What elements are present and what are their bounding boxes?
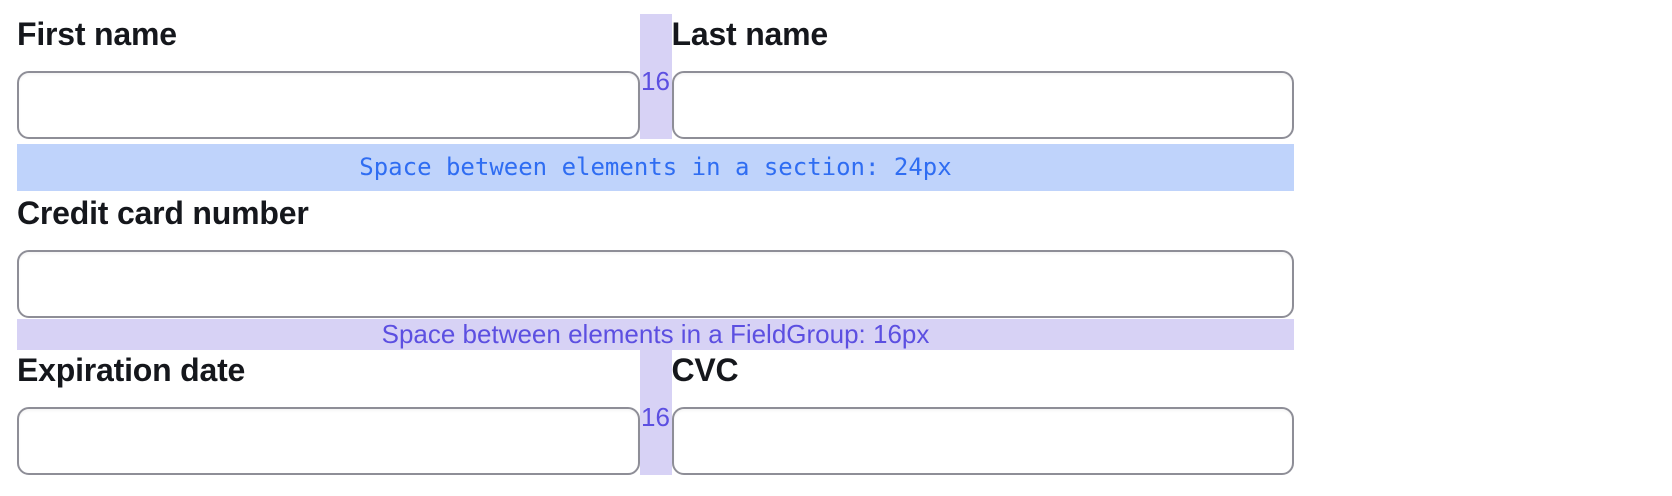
cvc-label: CVC <box>671 352 739 388</box>
cvc-input[interactable] <box>671 407 1294 475</box>
fieldgroup-spacing-band: Space between elements in a FieldGroup: … <box>17 319 1294 350</box>
expiration-date-label: Expiration date <box>17 352 246 388</box>
expiration-date-field: Expiration date <box>17 350 640 475</box>
last-name-label: Last name <box>671 16 829 52</box>
form-content: First name 16 Last name Space between el… <box>17 14 1294 475</box>
last-name-input[interactable] <box>671 71 1294 139</box>
first-name-label: First name <box>17 16 177 52</box>
name-field-row: First name 16 Last name <box>17 14 1294 139</box>
card-number-label: Credit card number <box>17 195 309 231</box>
card-number-field: Credit card number <box>17 193 1294 318</box>
column-gap-value-bottom: 16 <box>641 402 670 432</box>
section-spacing-band: Space between elements in a section: 24p… <box>17 144 1294 191</box>
cvc-field: CVC <box>671 350 1294 475</box>
expiry-field-row: Expiration date 16 CVC <box>17 350 1294 475</box>
last-name-field: Last name <box>671 14 1294 139</box>
first-name-input[interactable] <box>17 71 640 139</box>
column-gap-value-top: 16 <box>641 66 670 96</box>
first-name-field: First name <box>17 14 640 139</box>
column-gap-band-bottom: 16 <box>639 350 672 475</box>
expiration-date-input[interactable] <box>17 407 640 475</box>
column-gap-band-top: 16 <box>639 14 672 139</box>
card-number-input[interactable] <box>17 250 1294 318</box>
